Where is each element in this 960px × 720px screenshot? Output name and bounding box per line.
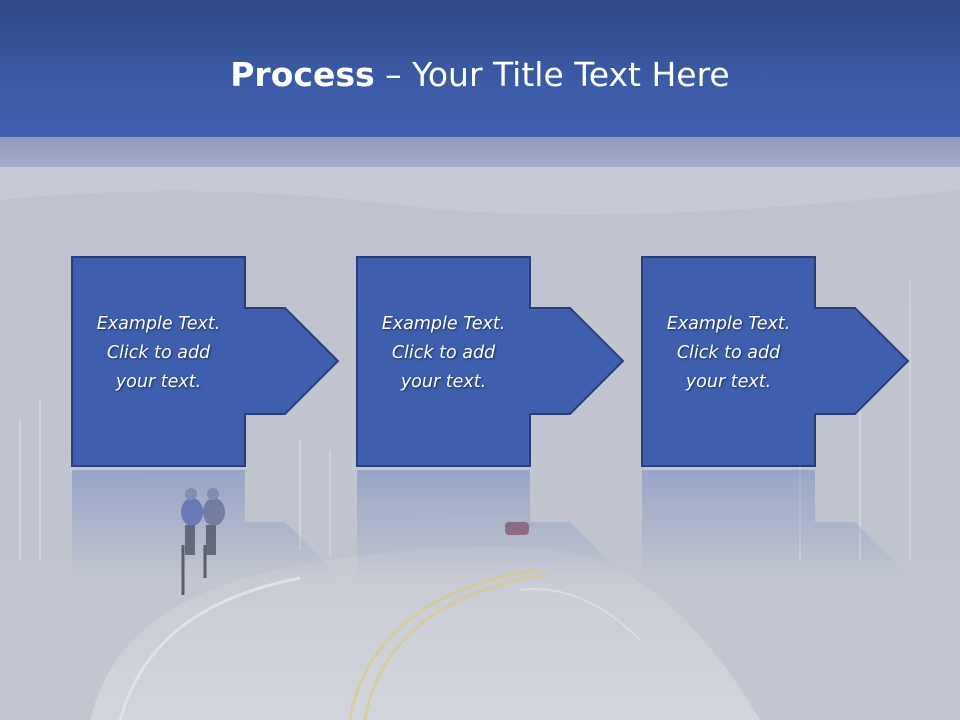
step-reflection <box>641 468 931 578</box>
header-subband <box>0 137 960 167</box>
step-text-line: Click to add <box>391 343 496 363</box>
step-text-line: your text. <box>685 372 772 392</box>
step-arrow-shape <box>71 256 340 467</box>
title-separator: – <box>374 55 413 94</box>
header-band <box>0 0 960 137</box>
step-reflection <box>71 468 361 578</box>
step-text-line: Click to add <box>676 343 781 363</box>
step-text-line: Example Text. <box>96 314 221 334</box>
cyclists <box>181 488 225 595</box>
process-step-3[interactable]: Example Text. Click to add your text. <box>641 256 931 468</box>
step-arrow-shape <box>641 256 910 467</box>
reflection-shape <box>642 470 908 578</box>
title-rest-text: Your Title Text Here <box>412 55 730 94</box>
step-text-line: Example Text. <box>666 314 791 334</box>
reflection-shape <box>357 470 623 578</box>
step-text-line: Click to add <box>106 343 211 363</box>
step-text[interactable]: Example Text. Click to add your text. <box>641 310 816 397</box>
step-text-line: your text. <box>115 372 202 392</box>
slide-title[interactable]: Process – Your Title Text Here <box>0 52 960 98</box>
step-reflection <box>356 468 646 578</box>
step-arrow-shape <box>356 256 625 467</box>
process-step-2[interactable]: Example Text. Click to add your text. <box>356 256 646 468</box>
title-bold-text: Process <box>230 55 375 94</box>
step-text[interactable]: Example Text. Click to add your text. <box>71 310 246 397</box>
reflection-shape <box>72 470 338 578</box>
step-text-line: your text. <box>400 372 487 392</box>
step-text-line: Example Text. <box>381 314 506 334</box>
process-step-1[interactable]: Example Text. Click to add your text. <box>71 256 361 468</box>
step-text[interactable]: Example Text. Click to add your text. <box>356 310 531 397</box>
